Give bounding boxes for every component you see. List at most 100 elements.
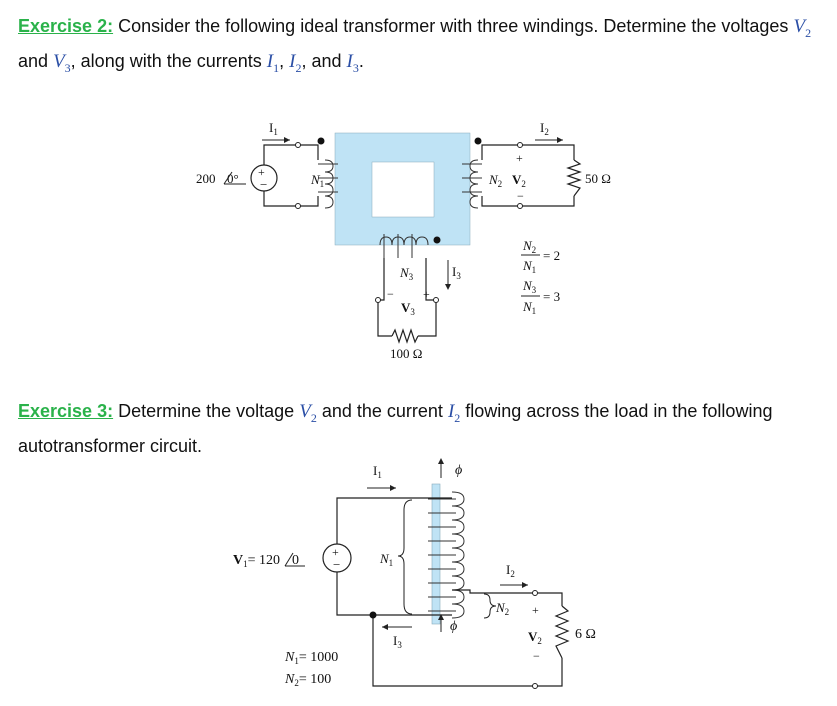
exercise3-paragraph: Exercise 3: Determine the voltage V2 and… [18, 397, 823, 460]
auto-v2-plus: + [532, 603, 539, 617]
polarity-dot-n3 [433, 236, 441, 244]
svg-text:N1: N1 [522, 258, 536, 275]
svg-text:I3: I3 [452, 264, 461, 281]
label-v3: V3 [401, 300, 415, 317]
autotransformer-wires [336, 497, 563, 687]
exercise2-paragraph: Exercise 2: Consider the following ideal… [18, 16, 812, 75]
svg-text:−: − [333, 557, 340, 572]
brace-n1 [397, 499, 413, 615]
n1-value-label: N1= 1000 [284, 650, 338, 666]
svg-text:V1= 120: V1= 120 [233, 553, 280, 569]
primary-circuit-wires [263, 144, 319, 207]
winding-n1 [318, 159, 338, 209]
v2-plus: + [516, 151, 523, 165]
load-auto-value: 6 Ω [575, 627, 596, 642]
svg-text:I1: I1 [269, 120, 278, 137]
v3-plus: + [423, 287, 430, 301]
exercise2-title: Exercise 2: [18, 16, 114, 36]
junction-dot [369, 611, 377, 619]
transformer-core [334, 132, 471, 246]
secondary-circuit-wires [481, 144, 575, 207]
polarity-dot-n1 [317, 137, 325, 145]
resistor-50 [566, 159, 582, 197]
polarity-dot-n2 [474, 137, 482, 145]
label-i1: I1 [262, 120, 290, 143]
exercise3-text3: flowing across the load in the following… [18, 401, 773, 456]
svg-text:I3: I3 [393, 633, 402, 650]
voltage-source-2: + − [322, 543, 352, 573]
ratio-n2-n1: N2 N1 = 2 [521, 238, 560, 275]
load-2-value: 50 Ω [585, 171, 611, 186]
v2-minus: − [517, 189, 524, 203]
winding-n3 [379, 234, 429, 258]
svg-text:I2: I2 [506, 562, 515, 579]
winding-n2 [462, 159, 482, 209]
resistor-100 [391, 328, 419, 344]
terminal-2a [517, 142, 523, 148]
brace-n2 [483, 593, 497, 619]
label-auto-i2: I2 [500, 562, 528, 588]
svg-text:= 2: = 2 [543, 248, 560, 263]
terminal-out-b [532, 683, 538, 689]
svg-text:ϕ: ϕ [450, 619, 457, 634]
terminal-out-a [532, 590, 538, 596]
voltage-source-1: + − [250, 164, 278, 192]
label-auto-i1: I1 [367, 463, 396, 491]
exercise2-i1: I1 [266, 50, 280, 75]
terminal-1a [295, 142, 301, 148]
exercise3-text2: and the current [321, 401, 443, 421]
ratio-n3-n1: N3 N1 = 3 [521, 278, 560, 316]
label-auto-n1: N1 [379, 551, 393, 568]
resistor-6 [554, 605, 570, 659]
label-i2: I2 [535, 120, 563, 143]
svg-text:I2: I2 [540, 120, 549, 137]
label-i3: I3 [445, 260, 461, 290]
exercise2-v3: V3 [53, 50, 71, 75]
exercise2-i2: I2 [289, 50, 302, 75]
source-1-magnitude: 200 [196, 171, 216, 186]
exercise2-and1: and [18, 50, 49, 71]
label-v2: V2 [512, 172, 526, 189]
auto-v2-minus: − [533, 649, 540, 663]
terminal-3a [375, 297, 381, 303]
exercise2-text1: Consider the following ideal transformer… [118, 16, 789, 36]
terminal-1b [295, 203, 301, 209]
label-n1: N1 [310, 172, 324, 189]
svg-text:N1: N1 [522, 299, 536, 316]
exercise3-i2: I2 [447, 401, 461, 425]
terminal-3b [433, 297, 439, 303]
label-auto-v2: V2 [528, 629, 542, 646]
tertiary-circuit-wires [377, 258, 437, 337]
exercise3-title: Exercise 3: [18, 401, 114, 421]
terminal-2b [517, 203, 523, 209]
flux-top: ϕ [438, 458, 462, 478]
source-1-angle: 0° [223, 171, 246, 186]
exercise2-v2: V2 [793, 16, 812, 40]
autotransformer-diagram: + − V1= 120 0 I1 ϕ ϕ N1 [233, 458, 596, 689]
svg-text:I1: I1 [373, 463, 382, 480]
v3-minus: − [387, 287, 394, 301]
label-auto-n2: N2 [495, 600, 509, 617]
svg-text:+: + [258, 165, 265, 179]
exercise2-text2: , along with the currents [70, 50, 262, 71]
svg-text:ϕ: ϕ [455, 463, 462, 478]
load-3-value: 100 Ω [390, 346, 422, 361]
n2-value-label: N2= 100 [284, 672, 331, 688]
exercise3-v2: V2 [299, 401, 317, 425]
svg-text:0: 0 [292, 553, 299, 568]
svg-text:N3: N3 [522, 278, 537, 295]
svg-text:= 3: = 3 [543, 289, 560, 304]
source-2-label: V1= 120 0 [233, 552, 305, 569]
autotransformer-core [431, 483, 441, 625]
autotransformer-coil [428, 491, 465, 619]
label-auto-i3: I3 [382, 624, 412, 650]
label-n2: N2 [488, 172, 502, 189]
svg-text:−: − [260, 177, 267, 192]
svg-text:+: + [332, 545, 339, 559]
label-n3: N3 [399, 265, 414, 282]
flux-bottom: ϕ [438, 614, 457, 634]
svg-text:0°: 0° [227, 171, 239, 186]
exercise2-and2: , and [301, 50, 342, 71]
exercise2-i3: I3 [346, 50, 359, 75]
